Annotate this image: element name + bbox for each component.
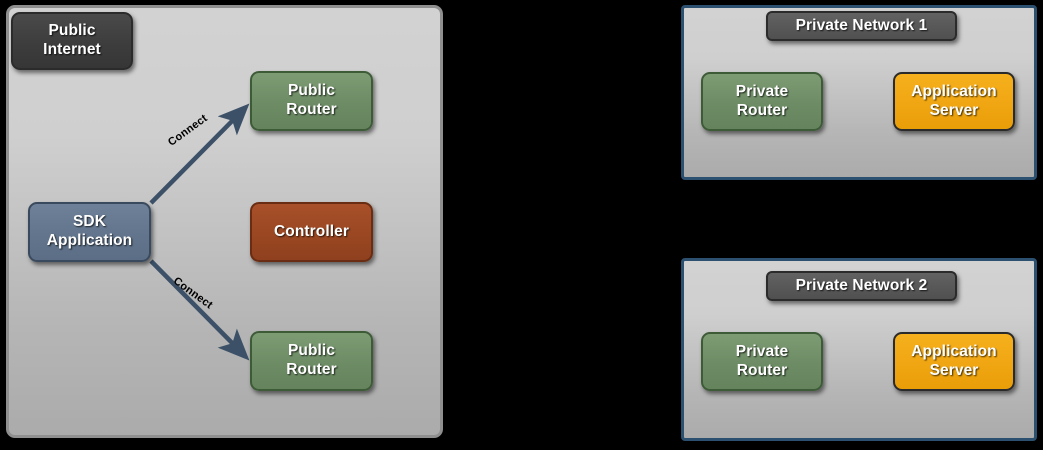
sdk-application-node[interactable]: SDK Application <box>28 202 151 262</box>
controller-node[interactable]: Controller <box>250 202 373 262</box>
private-network-2-router-node[interactable]: Private Router <box>701 332 823 391</box>
private-network-1-router-node[interactable]: Private Router <box>701 72 823 131</box>
private-network-2-app-server-node[interactable]: Application Server <box>893 332 1015 391</box>
public-internet-label-box: Public Internet <box>11 12 133 70</box>
private-network-2-header: Private Network 2 <box>766 271 957 301</box>
public-router-bottom-node[interactable]: Public Router <box>250 331 373 391</box>
public-router-top-node[interactable]: Public Router <box>250 71 373 131</box>
private-network-1-header: Private Network 1 <box>766 11 957 41</box>
private-network-1-app-server-node[interactable]: Application Server <box>893 72 1015 131</box>
